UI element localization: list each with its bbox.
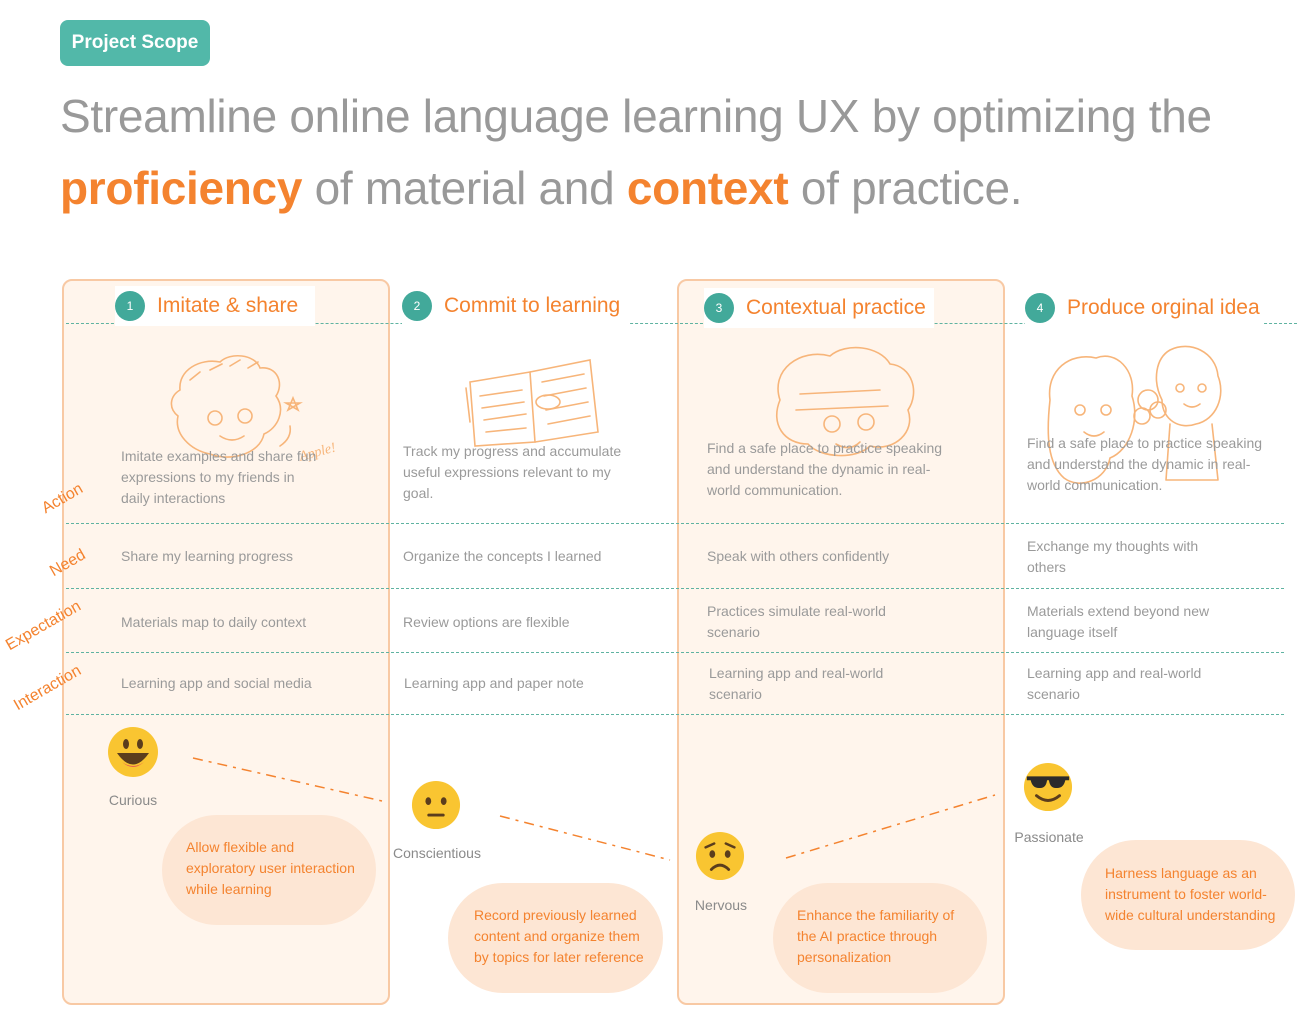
opportunity-text: Enhance the familiarity of the AI practi… (797, 907, 955, 965)
stage-1-action: Imitate examples and share fun expressio… (121, 448, 317, 506)
row-divider-expectation (66, 652, 1284, 653)
project-scope-tag: Project Scope (60, 20, 210, 66)
stage-title: Commit to learning (444, 294, 621, 317)
opportunity-cloud-1: Allow flexible and exploratory user inte… (162, 815, 376, 925)
stage-title: Imitate & share (157, 294, 299, 317)
row-divider-action (66, 523, 1284, 524)
stage-4-need: Exchange my thoughts with others (1027, 538, 1199, 575)
stage-1-interaction: Learning app and social media (121, 675, 312, 691)
stage-1-need: Share my learning progress (121, 548, 293, 564)
emotion-label: Curious (108, 792, 158, 808)
neutral-face-icon (411, 780, 461, 830)
stage-number: 3 (704, 293, 734, 323)
headline-end: of practice. (788, 162, 1023, 214)
stage-number: 1 (115, 291, 145, 321)
stage-title: Contextual practice (746, 296, 926, 319)
stage-3-need: Speak with others confidently (707, 548, 890, 564)
stage-2-expectation: Review options are flexible (403, 614, 570, 630)
emotion-label: Passionate (1014, 829, 1084, 845)
stage-4-header: 4 Produce orginal idea (1025, 288, 1263, 328)
opportunity-cloud-2: Record previously learned content and or… (448, 883, 663, 993)
stage-3-expectation: Practices simulate real-world scenario (707, 603, 886, 640)
worried-face-icon (695, 831, 745, 881)
opportunity-cloud-4: Harness language as an instrument to fos… (1081, 840, 1295, 950)
opportunity-text: Allow flexible and exploratory user inte… (186, 839, 355, 897)
row-divider-interaction (66, 714, 1284, 715)
stage-1-header: 1 Imitate & share (115, 286, 315, 326)
stage-3-action: Find a safe place to practice speaking a… (707, 440, 943, 498)
headline-highlight-context: context (626, 162, 789, 214)
sketch-practice-illustration (775, 346, 915, 457)
headline-line1: Streamline online language learning UX b… (60, 90, 1212, 142)
opportunity-cloud-3: Enhance the familiarity of the AI practi… (773, 883, 987, 993)
sketch-friends-illustration (1047, 345, 1222, 484)
headline: Streamline online language learning UX b… (60, 80, 1280, 224)
smile-icon (108, 727, 158, 777)
emotion-label: Nervous (694, 897, 748, 913)
stage-4-expectation: Materials extend beyond new language its… (1027, 603, 1210, 640)
opportunity-text: Harness language as an instrument to fos… (1105, 865, 1276, 923)
stage-4-interaction: Learning app and real-world scenario (1027, 665, 1202, 702)
headline-highlight-proficiency: proficiency (60, 162, 303, 214)
stage-number: 4 (1025, 293, 1055, 323)
header-divider (66, 323, 1297, 324)
opportunity-text: Record previously learned content and or… (474, 907, 644, 965)
stage-1-expectation: Materials map to daily context (121, 614, 307, 630)
stage-3-interaction: Learning app and real-world scenario (709, 665, 884, 702)
stage-title: Produce orginal idea (1067, 296, 1260, 319)
stage-2-need: Organize the concepts I learned (403, 548, 602, 564)
sunglasses-face-icon (1023, 762, 1073, 812)
emotion-label: Conscientious (393, 845, 481, 861)
row-divider-need (66, 588, 1284, 589)
stage-2-header: 2 Commit to learning (402, 286, 630, 326)
headline-mid: of material and (302, 162, 627, 214)
stage-4-action: Find a safe place to practice speaking a… (1027, 435, 1263, 493)
stage-number: 2 (402, 291, 432, 321)
stage-3-header: 3 Contextual practice (704, 288, 934, 328)
sketch-imitate-illustration: Apple! (170, 355, 338, 465)
sketch-notebook-illustration (465, 359, 599, 447)
stage-2-interaction: Learning app and paper note (404, 675, 584, 691)
stage-2-action: Track my progress and accumulate useful … (403, 443, 622, 501)
